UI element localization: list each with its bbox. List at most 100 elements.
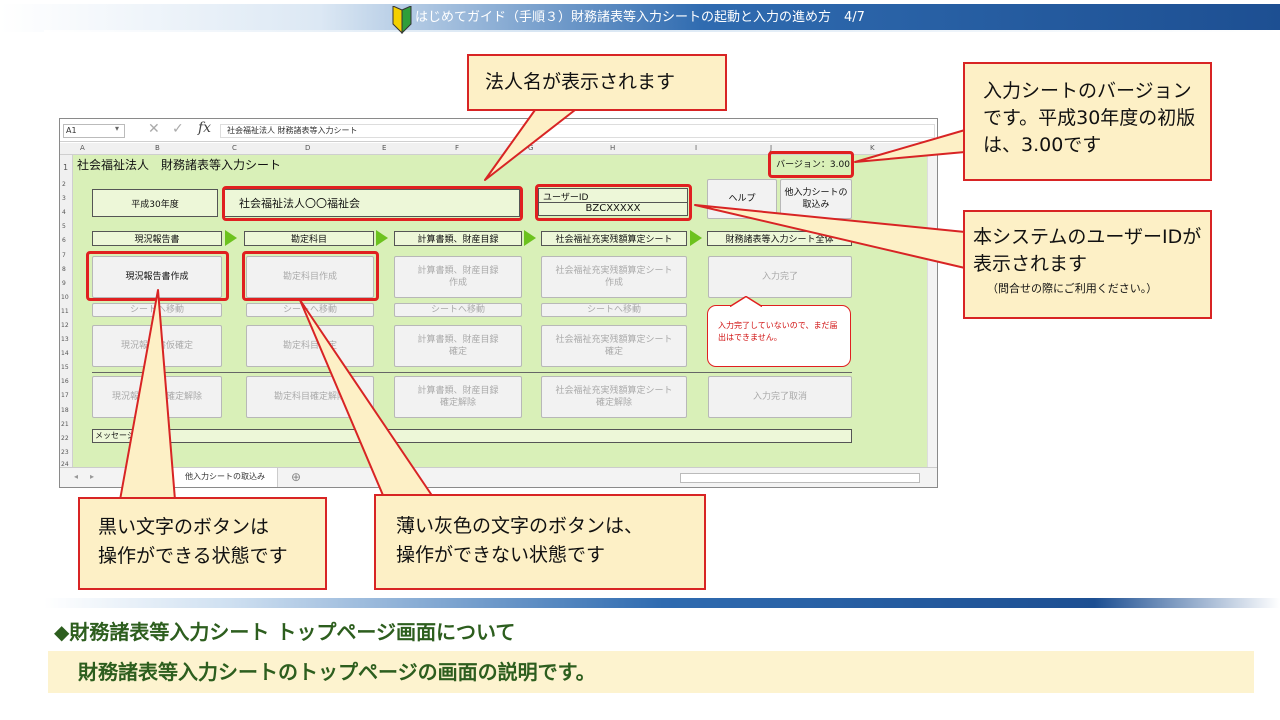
row-header[interactable]: 8	[62, 266, 66, 273]
version-label: バージョン：3.00	[776, 160, 850, 170]
row-header[interactable]: 5	[62, 223, 66, 230]
fx-icon[interactable]: fx	[198, 120, 212, 136]
row-header[interactable]: 18	[61, 407, 69, 414]
column-header[interactable]: B	[155, 144, 160, 152]
cancel-icon[interactable]: ✕	[148, 121, 160, 137]
create-accounts-button[interactable]: 勘定科目作成	[246, 256, 374, 298]
message-field: メッセージ	[92, 429, 852, 443]
section-header-accounts: 勘定科目	[244, 231, 374, 246]
user-id-cell: ユーザーID BZCXXXXX	[538, 188, 688, 216]
row-header[interactable]: 1	[63, 163, 69, 172]
confirm-surplus-calc-button[interactable]: 社会福祉充実残額算定シート 確定	[541, 325, 687, 367]
callout-user-id-sub: （問合せの際にご利用ください。）	[987, 281, 1158, 295]
column-header[interactable]: H	[610, 144, 616, 152]
row-headers: 1 2 3 4 5 6 7 8 9 10 11 12 13 14 15 16 1…	[60, 155, 73, 468]
fiscal-year-cell: 平成30年度	[92, 189, 218, 217]
not-complete-tooltip: 入力完了していないので、まだ届出はできません。	[707, 305, 851, 367]
corp-name-cell: 社会福祉法人〇〇福祉会	[224, 189, 520, 217]
callout-disabled-buttons: 薄い灰色の文字のボタンは、 操作ができない状態です	[374, 494, 706, 590]
confirm-financial-statements-button[interactable]: 計算書類、財産目録 確定	[394, 325, 522, 367]
section-header-whole-sheet: 財務諸表等入力シート全体	[707, 231, 852, 246]
add-sheet-icon[interactable]: ⊕	[291, 470, 302, 484]
user-id-value: BZCXXXXX	[539, 202, 687, 214]
row-header[interactable]: 24	[61, 461, 69, 468]
column-header[interactable]: E	[382, 144, 387, 152]
header-bar	[0, 4, 1280, 32]
sheet-tab-bar: ◂ ▸ 他入力シートの取込み ⊕	[60, 467, 937, 487]
row-header[interactable]: 4	[62, 209, 66, 216]
column-header[interactable]: A	[80, 144, 85, 152]
input-complete-button[interactable]: 入力完了	[708, 256, 852, 298]
column-header[interactable]: C	[232, 144, 237, 152]
row-header[interactable]: 14	[61, 350, 69, 357]
unconfirm-financial-statements-button[interactable]: 計算書類、財産目録 確定解除	[394, 376, 522, 418]
callout-user-id-main: 本システムのユーザーIDが表示されます	[973, 226, 1202, 275]
section-heading: ◆財務諸表等入力シート トップページ画面について	[54, 620, 516, 644]
vertical-scrollbar[interactable]	[927, 143, 937, 468]
beginner-mark-icon	[392, 6, 412, 34]
column-header[interactable]: J	[770, 144, 773, 152]
row-header[interactable]: 2	[62, 181, 66, 188]
tooltip-pointer	[730, 296, 762, 307]
row-header[interactable]: 13	[61, 336, 69, 343]
row-header[interactable]: 17	[61, 392, 69, 399]
goto-financial-statements-sheet-button[interactable]: シートへ移動	[394, 303, 522, 317]
header-underline	[44, 30, 1280, 32]
highlight-user-id	[535, 184, 692, 221]
section-header-financial-statements: 計算書類、財産目録	[394, 231, 522, 246]
arrow-right-icon	[524, 230, 536, 246]
row-header[interactable]: 11	[61, 308, 69, 315]
column-header[interactable]: D	[305, 144, 311, 152]
column-header[interactable]: K	[870, 144, 875, 152]
highlight-version	[768, 151, 854, 178]
section-separator	[44, 598, 1280, 608]
column-header[interactable]: G	[528, 144, 534, 152]
tab-scroll-left-icon[interactable]: ◂	[74, 472, 79, 481]
row-header[interactable]: 10	[61, 294, 69, 301]
row-header[interactable]: 21	[61, 421, 69, 428]
row-header[interactable]: 3	[62, 195, 66, 202]
row-header[interactable]: 6	[62, 237, 66, 244]
goto-surplus-calc-sheet-button[interactable]: シートへ移動	[541, 303, 687, 317]
section-header-status-report: 現況報告書	[92, 231, 222, 246]
section-header-surplus-calc: 社会福祉充実残額算定シート	[541, 231, 687, 246]
callout-version: 入力シートのバージョンです。平成30年度の初版は、3.00です	[963, 62, 1212, 181]
horizontal-scrollbar[interactable]	[680, 473, 920, 483]
enter-icon[interactable]: ✓	[172, 121, 184, 137]
cancel-input-complete-button[interactable]: 入力完了取消	[708, 376, 852, 418]
highlight-disabled-button	[242, 251, 379, 301]
user-id-label: ユーザーID	[543, 193, 589, 203]
column-headers: A B C D E F G H I J K	[60, 143, 928, 155]
column-header[interactable]: I	[695, 144, 698, 152]
arrow-right-icon	[225, 230, 237, 246]
message-label: メッセージ	[95, 431, 135, 440]
arrow-right-icon	[690, 230, 702, 246]
unconfirm-surplus-calc-button[interactable]: 社会福祉充実残額算定シート 確定解除	[541, 376, 687, 418]
callout-enabled-buttons: 黒い文字のボタンは 操作ができる状態です	[78, 497, 327, 590]
callout-user-id: 本システムのユーザーIDが表示されます （問合せの際にご利用ください。）	[963, 210, 1212, 319]
divider	[92, 372, 852, 373]
row-header[interactable]: 9	[62, 280, 66, 287]
formula-bar: A1 ▾ ✕ ✓ fx 社会福祉法人 財務諸表等入力シート	[60, 120, 937, 142]
create-surplus-calc-button[interactable]: 社会福祉充実残額算定シート 作成	[541, 256, 687, 298]
import-other-sheet-button[interactable]: 他入力シートの 取込み	[780, 179, 852, 219]
highlight-corp-name	[222, 186, 523, 221]
formula-input[interactable]: 社会福祉法人 財務諸表等入力シート	[220, 124, 935, 138]
name-box[interactable]: A1	[63, 124, 125, 138]
row-header[interactable]: 15	[61, 364, 69, 371]
tab-scroll-right-icon[interactable]: ▸	[90, 472, 95, 481]
row-header[interactable]: 16	[61, 378, 69, 385]
arrow-right-icon	[376, 230, 388, 246]
page-title: はじめてガイド（手順３）財務諸表等入力シートの起動と入力の進め方 4/7	[415, 10, 865, 25]
chevron-down-icon[interactable]: ▾	[115, 124, 120, 133]
row-header[interactable]: 12	[61, 322, 69, 329]
section-description: 財務諸表等入力シートのトップページの画面の説明です。	[48, 651, 1254, 693]
row-header[interactable]: 7	[62, 252, 66, 259]
sheet-title: 社会福祉法人 財務諸表等入力シート	[77, 158, 282, 172]
callout-corp-name: 法人名が表示されます	[467, 54, 727, 111]
row-header[interactable]: 23	[61, 449, 69, 456]
column-header[interactable]: F	[455, 144, 460, 152]
row-header[interactable]: 22	[61, 435, 69, 442]
create-financial-statements-button[interactable]: 計算書類、財産目録 作成	[394, 256, 522, 298]
